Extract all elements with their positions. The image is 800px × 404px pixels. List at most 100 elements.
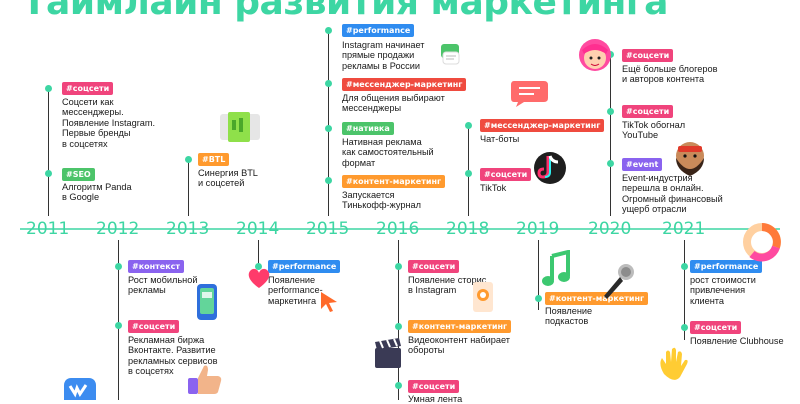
year-2012: 2012 (96, 219, 140, 239)
page-title: Таймлайн развития маркетинга (22, 0, 668, 23)
stem-2015 (328, 30, 329, 216)
entry-text: Появление Clubhouse (690, 336, 784, 346)
tag-context: #контекст (128, 260, 185, 273)
entry-text: Умная лента (408, 394, 463, 404)
stem-2021 (684, 240, 685, 340)
year-2014: 2014 (236, 219, 280, 239)
year-2020: 2020 (588, 219, 632, 239)
stem-2011 (48, 88, 49, 216)
chat-bubble-icon (511, 81, 548, 107)
entry-text: Появление performance- маркетинга (268, 275, 323, 306)
heart-icon (248, 268, 270, 288)
entry-text: рост стоимости привлечения клиента (690, 275, 756, 306)
tag-content: #контент-маркетинг (545, 292, 649, 305)
phone-story-icon (473, 282, 493, 312)
entry-text: Event-индустрия перешла в онлайн. Огромн… (622, 173, 723, 215)
entry-text: Появление подкастов (545, 306, 593, 327)
tag-btl: #BTL (198, 153, 230, 166)
clapperboard-icon (375, 338, 401, 368)
year-2019: 2019 (516, 219, 560, 239)
tag-performance: #performance (342, 24, 415, 37)
dot (681, 324, 688, 331)
year-2011: 2011 (26, 219, 70, 239)
dot (607, 108, 614, 115)
tag-nativka: #нативка (342, 122, 394, 135)
entry-text: Для общения выбирают мессенджеры (342, 93, 445, 114)
dot (45, 85, 52, 92)
phone-icon (197, 284, 217, 320)
dot (607, 160, 614, 167)
dot (185, 156, 192, 163)
tag-content: #контент-маркетинг (342, 175, 446, 188)
tag-content: #контент-маркетинг (408, 320, 512, 333)
entry-text: TikTok обогнал YouTube (622, 120, 686, 141)
dot (681, 263, 688, 270)
dot (45, 170, 52, 177)
thumbs-up-icon (188, 365, 222, 394)
dot (115, 263, 122, 270)
tag-event: #event (622, 158, 663, 171)
dot (255, 263, 262, 270)
stem-2013 (188, 158, 189, 216)
entry-text: Видеоконтент набирает обороты (408, 335, 511, 356)
cursor-icon (321, 292, 337, 312)
tag-performance: #performance (268, 260, 341, 273)
vk-logo-icon (64, 378, 96, 400)
dot (395, 263, 402, 270)
btl-card-icon (220, 112, 260, 142)
dot (465, 122, 472, 129)
entry-text: Синергия BTL и соцсетей (198, 168, 258, 189)
year-2021: 2021 (662, 219, 706, 239)
tag-socseti: #соцсети (480, 168, 532, 181)
tag-messenger: #мессенджер-маркетинг (480, 119, 605, 132)
stem-2012 (118, 240, 119, 400)
waving-hand-icon (660, 347, 688, 380)
tag-socseti: #соцсети (622, 105, 674, 118)
tag-socseti: #соцсети (622, 49, 674, 62)
microphone-icon (604, 264, 634, 299)
entry-text: Рекламная биржа Вконтакте. Развитие рекл… (128, 335, 218, 377)
speech-bubbles-icon (441, 44, 460, 65)
entry-text: Рост мобильной рекламы (128, 275, 198, 296)
donut-chart-icon (743, 223, 781, 262)
stem-2020 (610, 54, 611, 216)
dot (325, 125, 332, 132)
tag-socseti: #соцсети (62, 82, 114, 95)
entry-text: Instagram начинает прямые продажи реклам… (342, 40, 425, 71)
entry-text: Появление сторис в Instagram (408, 275, 487, 296)
avatar-man-icon (676, 142, 704, 176)
entry-text: Нативная реклама как самостоятельный фор… (342, 137, 434, 168)
year-2015: 2015 (306, 219, 350, 239)
tag-seo: #SEO (62, 168, 95, 181)
dot (535, 295, 542, 302)
dot (395, 323, 402, 330)
stem-2016 (398, 240, 399, 400)
entry-text: Ещё больше блогеров и авторов контента (622, 64, 718, 85)
entry-text: Алгоритм Panda в Google (62, 182, 132, 203)
entry-text: Соцсети как мессенджеры. Появление Insta… (62, 97, 156, 149)
year-2013: 2013 (166, 219, 210, 239)
entry-text: TikTok (480, 183, 507, 193)
tiktok-icon (534, 152, 566, 184)
year-2018: 2018 (446, 219, 490, 239)
tag-socseti: #соцсети (690, 321, 742, 334)
tag-socseti: #соцсети (128, 320, 180, 333)
dot (325, 177, 332, 184)
dot (115, 322, 122, 329)
tag-messenger: #мессенджер-маркетинг (342, 78, 467, 91)
dot (325, 80, 332, 87)
tag-socseti: #соцсети (408, 380, 460, 393)
dot (325, 27, 332, 34)
stem-2014 (258, 240, 259, 266)
entry-text: Запускается Тинькофф-журнал (342, 190, 422, 211)
dot (395, 382, 402, 389)
music-note-icon (542, 250, 570, 286)
tag-performance: #performance (690, 260, 763, 273)
year-2016: 2016 (376, 219, 420, 239)
stem-2019 (538, 240, 539, 310)
tag-socseti: #соцсети (408, 260, 460, 273)
entry-text: Чат-боты (480, 134, 520, 144)
avatar-girl-icon (579, 39, 611, 71)
dot (465, 170, 472, 177)
